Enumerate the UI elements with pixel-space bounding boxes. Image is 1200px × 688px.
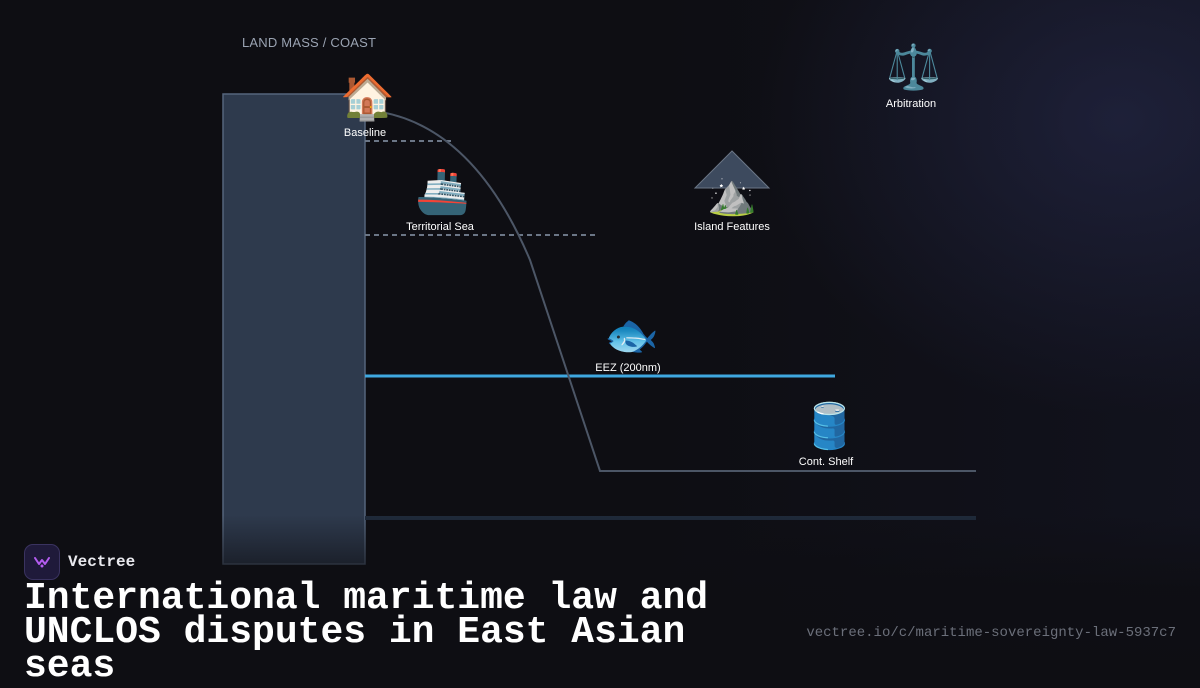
house-icon: 🏠	[340, 72, 395, 123]
arbitration-label: Arbitration	[885, 98, 937, 110]
source-url[interactable]: vectree.io/c/maritime-sovereignty-law-59…	[806, 625, 1176, 641]
land-mass	[222, 93, 366, 565]
territorial-sea-label: Territorial Sea	[406, 221, 474, 233]
oil-barrel-icon: 🛢️	[802, 401, 857, 452]
continental-shelf-label: Cont. Shelf	[798, 456, 854, 468]
continental-profile	[364, 109, 976, 472]
brand: Vectree	[24, 544, 135, 580]
eez-label: EEZ (200nm)	[595, 362, 661, 374]
fish-icon: 🐟	[604, 310, 659, 361]
page-title: International maritime law and UNCLOS di…	[24, 577, 709, 688]
baseline-label: Baseline	[343, 127, 387, 139]
mountain-icon: ⛰️	[707, 172, 757, 218]
land-mass-label: LAND MASS / COAST	[242, 35, 377, 50]
island-triangle	[693, 150, 771, 189]
ship-icon: 🚢	[415, 166, 470, 217]
brand-name: Vectree	[68, 553, 136, 571]
scales-icon: ⚖️	[886, 42, 941, 93]
vectree-logo-icon	[24, 544, 60, 580]
island-features-label: Island Features	[694, 221, 770, 233]
